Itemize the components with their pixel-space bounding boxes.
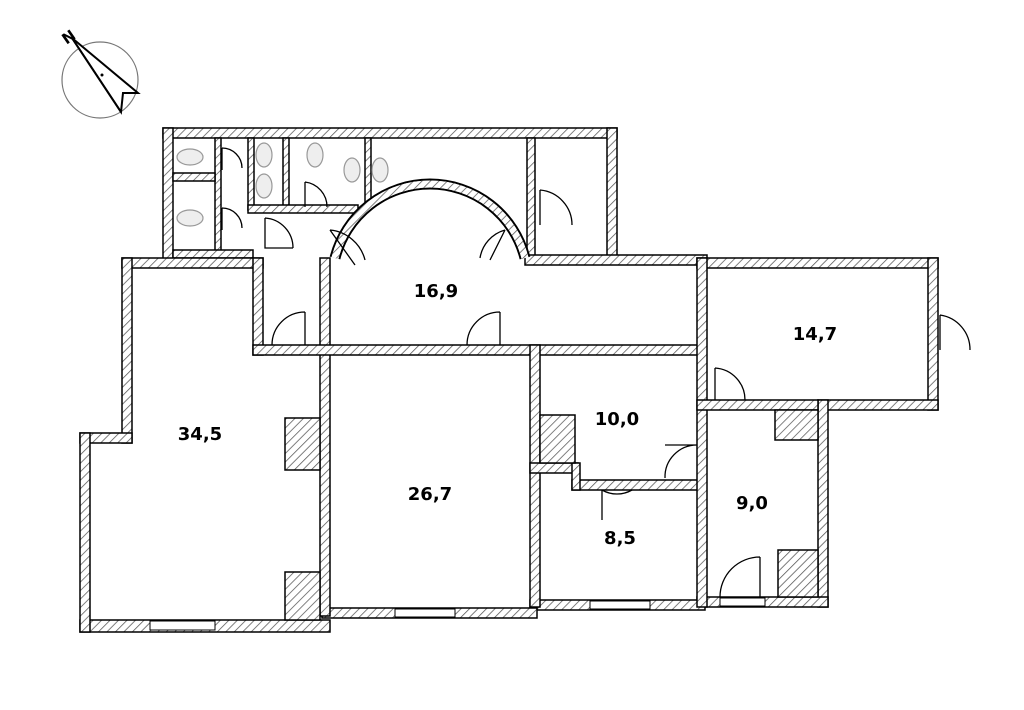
room-area-label: 14,7 — [793, 324, 837, 345]
toilet-icons — [176, 142, 389, 227]
room-area-label: 10,0 — [595, 409, 639, 430]
room-area-label: 34,5 — [178, 424, 222, 445]
compass-icon: N — [58, 26, 141, 119]
doors — [221, 147, 971, 598]
room-area-label: 9,0 — [736, 493, 768, 514]
room-area-label: 16,9 — [414, 281, 458, 302]
windows — [149, 597, 766, 631]
walls — [79, 127, 939, 633]
room-area-label: 26,7 — [408, 484, 452, 505]
room-area-label: 8,5 — [604, 528, 636, 549]
